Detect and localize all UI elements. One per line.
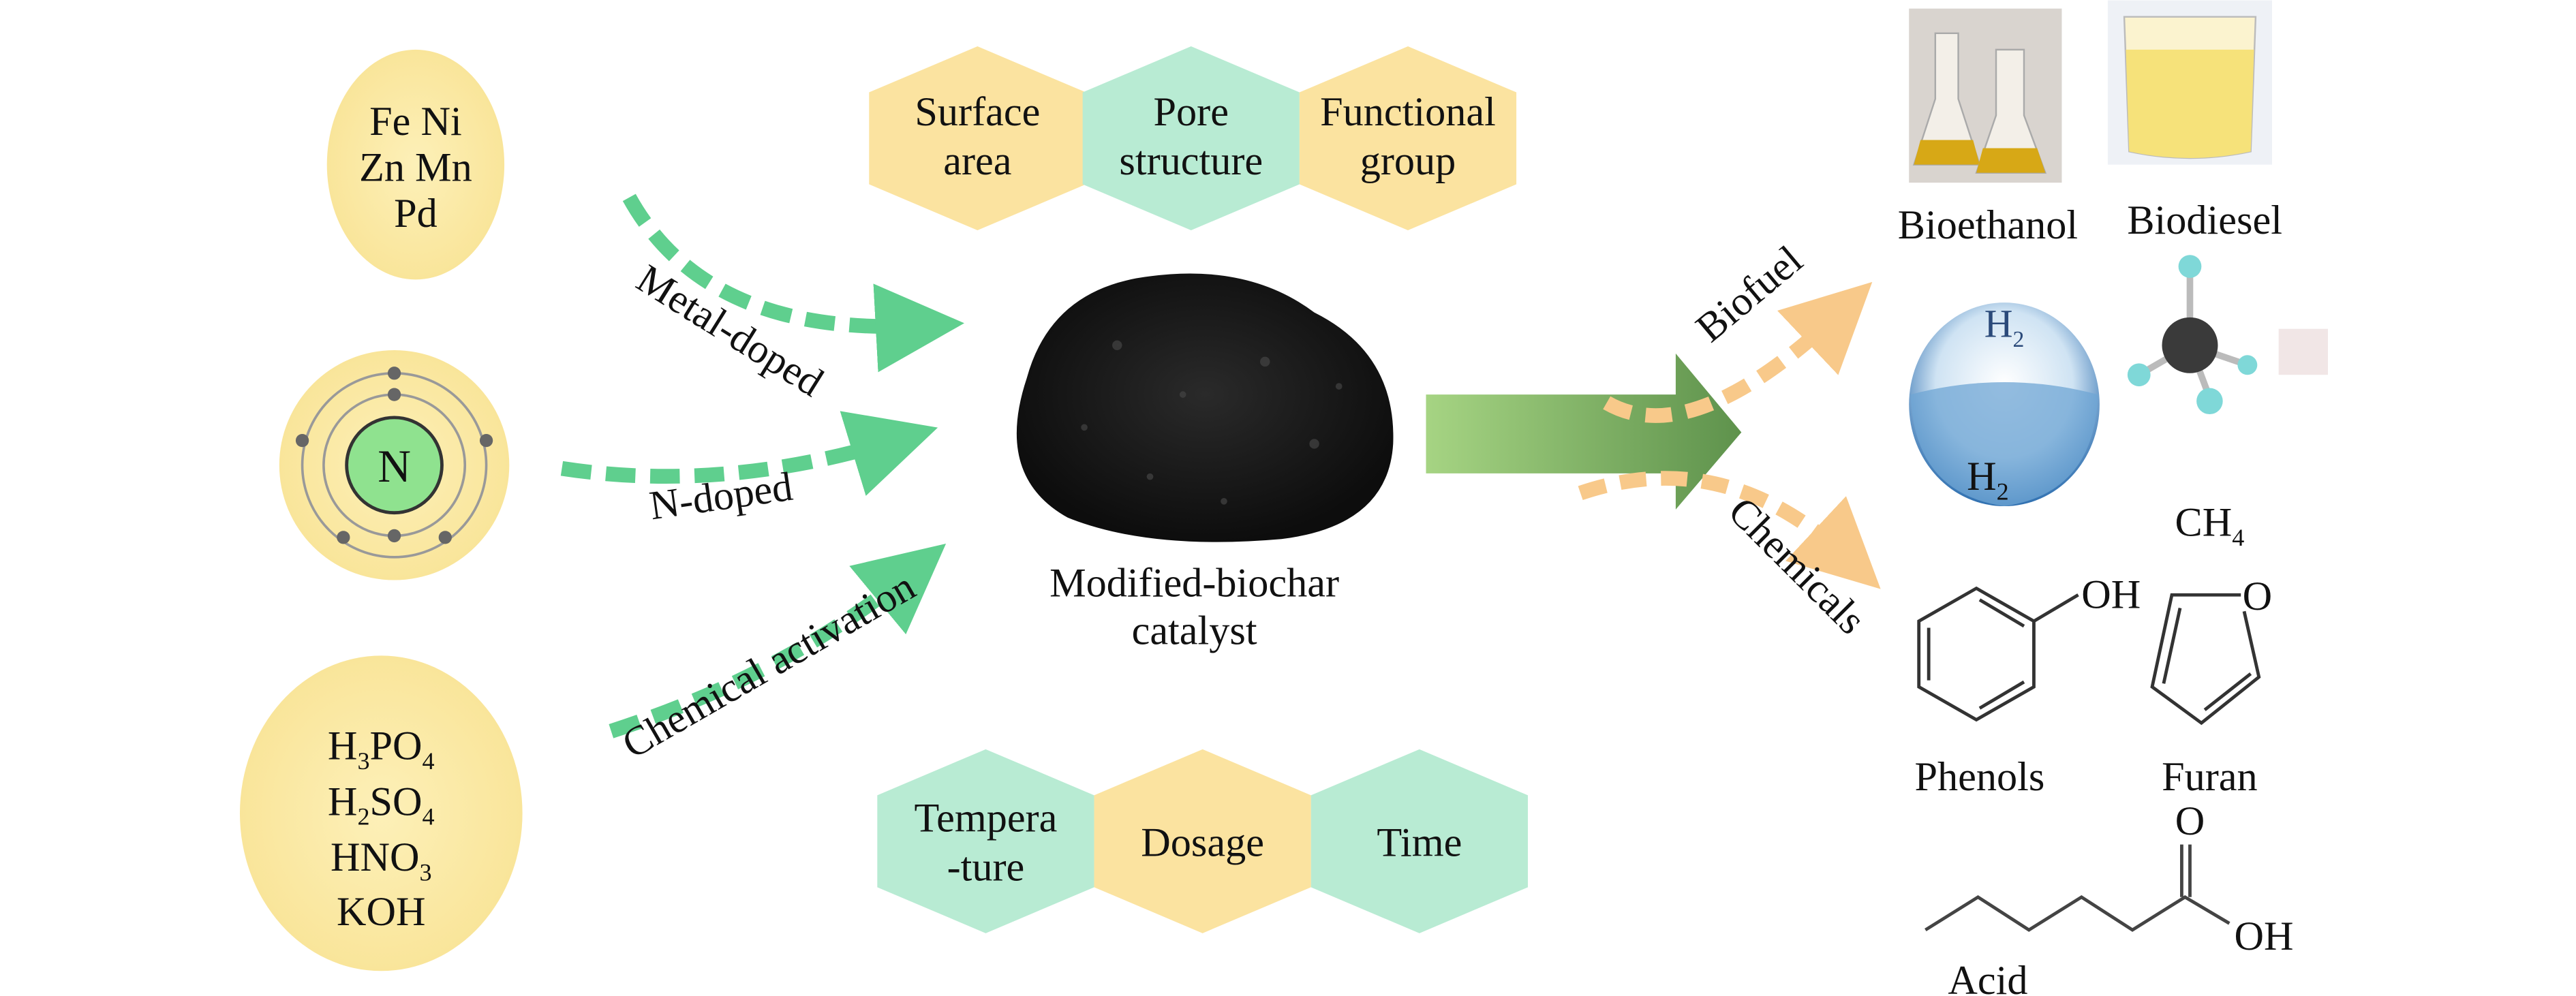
acid-structure-icon <box>1925 844 2230 932</box>
metal-line-1: Fe Ni <box>369 99 462 144</box>
ch4-label: CH4 <box>2175 499 2245 550</box>
biodiesel-image <box>2107 0 2273 165</box>
svg-text:structure: structure <box>1119 138 1263 184</box>
hex-time: Time <box>1310 749 1528 933</box>
biochar-image <box>1016 273 1394 542</box>
catalyst-label-1: Modified-biochar <box>1049 561 1339 606</box>
n-doped-arrow <box>560 411 938 496</box>
biofuel-label: Biofuel <box>1687 237 1811 351</box>
chemical-activators: H3PO4 H2SO4 HNO3 KOH <box>239 655 523 971</box>
furan-label: Furan <box>2162 754 2258 800</box>
svg-text:Pore: Pore <box>1154 89 1229 135</box>
acid-h2so4: H2SO4 <box>328 779 435 830</box>
svg-text:Functional: Functional <box>1320 89 1496 135</box>
nitrogen-symbol: N <box>378 441 411 492</box>
conversion-arrow <box>1426 353 1742 510</box>
catalyst-label-2: catalyst <box>1132 608 1257 654</box>
h2-label: H2 <box>1967 454 2009 505</box>
properties-top: Surface area Pore structure Functional g… <box>869 46 1517 231</box>
bioethanol-image <box>1909 8 2062 183</box>
svg-text:Time: Time <box>1377 820 1462 866</box>
acid-h3po4: H3PO4 <box>328 723 435 774</box>
metal-line-3: Pd <box>394 191 438 236</box>
acid-o: O <box>2175 798 2205 844</box>
nitrogen-atom-icon: N <box>279 350 510 580</box>
modification-arrows <box>560 193 964 738</box>
furan-o: O <box>2243 574 2273 619</box>
hydrogen-sphere-image: H2 <box>1909 302 2100 507</box>
acid-hno3: HNO3 <box>331 835 432 886</box>
hex-pore-structure: Pore structure <box>1082 46 1300 231</box>
hex-functional-group: Functional group <box>1299 46 1517 231</box>
hex-dosage: Dosage <box>1094 749 1311 933</box>
svg-text:Tempera: Tempera <box>914 795 1057 841</box>
metal-doped-arrow <box>622 193 964 373</box>
phenol-structure-icon <box>1917 586 2079 722</box>
chemical-activation-arrow <box>609 544 947 738</box>
bioethanol-label: Bioethanol <box>1898 202 2078 248</box>
hex-surface-area: Surface area <box>869 46 1086 231</box>
biofuel-arrow <box>1603 281 1873 423</box>
svg-text:group: group <box>1360 138 1456 184</box>
properties-bottom: Tempera -ture Dosage Time <box>877 749 1528 933</box>
metal-dopants: Fe Ni Zn Mn Pd <box>326 49 505 280</box>
methane-molecule-icon <box>2127 255 2328 415</box>
svg-text:-ture: -ture <box>947 845 1025 890</box>
furan-structure-icon <box>2150 593 2261 726</box>
biodiesel-label: Biodiesel <box>2127 198 2282 243</box>
chemicals-arrow <box>1578 471 1881 589</box>
acid-label: Acid <box>1948 958 2027 996</box>
metal-doped-label: Metal-doped <box>629 255 831 405</box>
svg-text:area: area <box>943 138 1011 184</box>
metal-line-2: Zn Mn <box>359 145 472 191</box>
hex-temperature: Tempera -ture <box>877 749 1094 933</box>
acid-oh: OH <box>2234 914 2293 959</box>
base-koh: KOH <box>337 889 426 935</box>
product-arrows <box>1578 281 1881 589</box>
chemical-activation-label: Chemical activation <box>615 563 923 768</box>
phenol-oh: OH <box>2081 572 2141 618</box>
svg-text:Dosage: Dosage <box>1141 820 1264 866</box>
phenols-label: Phenols <box>1915 754 2045 800</box>
svg-text:Surface: Surface <box>915 89 1040 135</box>
h2-sphere-label: H2 <box>1984 302 2025 352</box>
